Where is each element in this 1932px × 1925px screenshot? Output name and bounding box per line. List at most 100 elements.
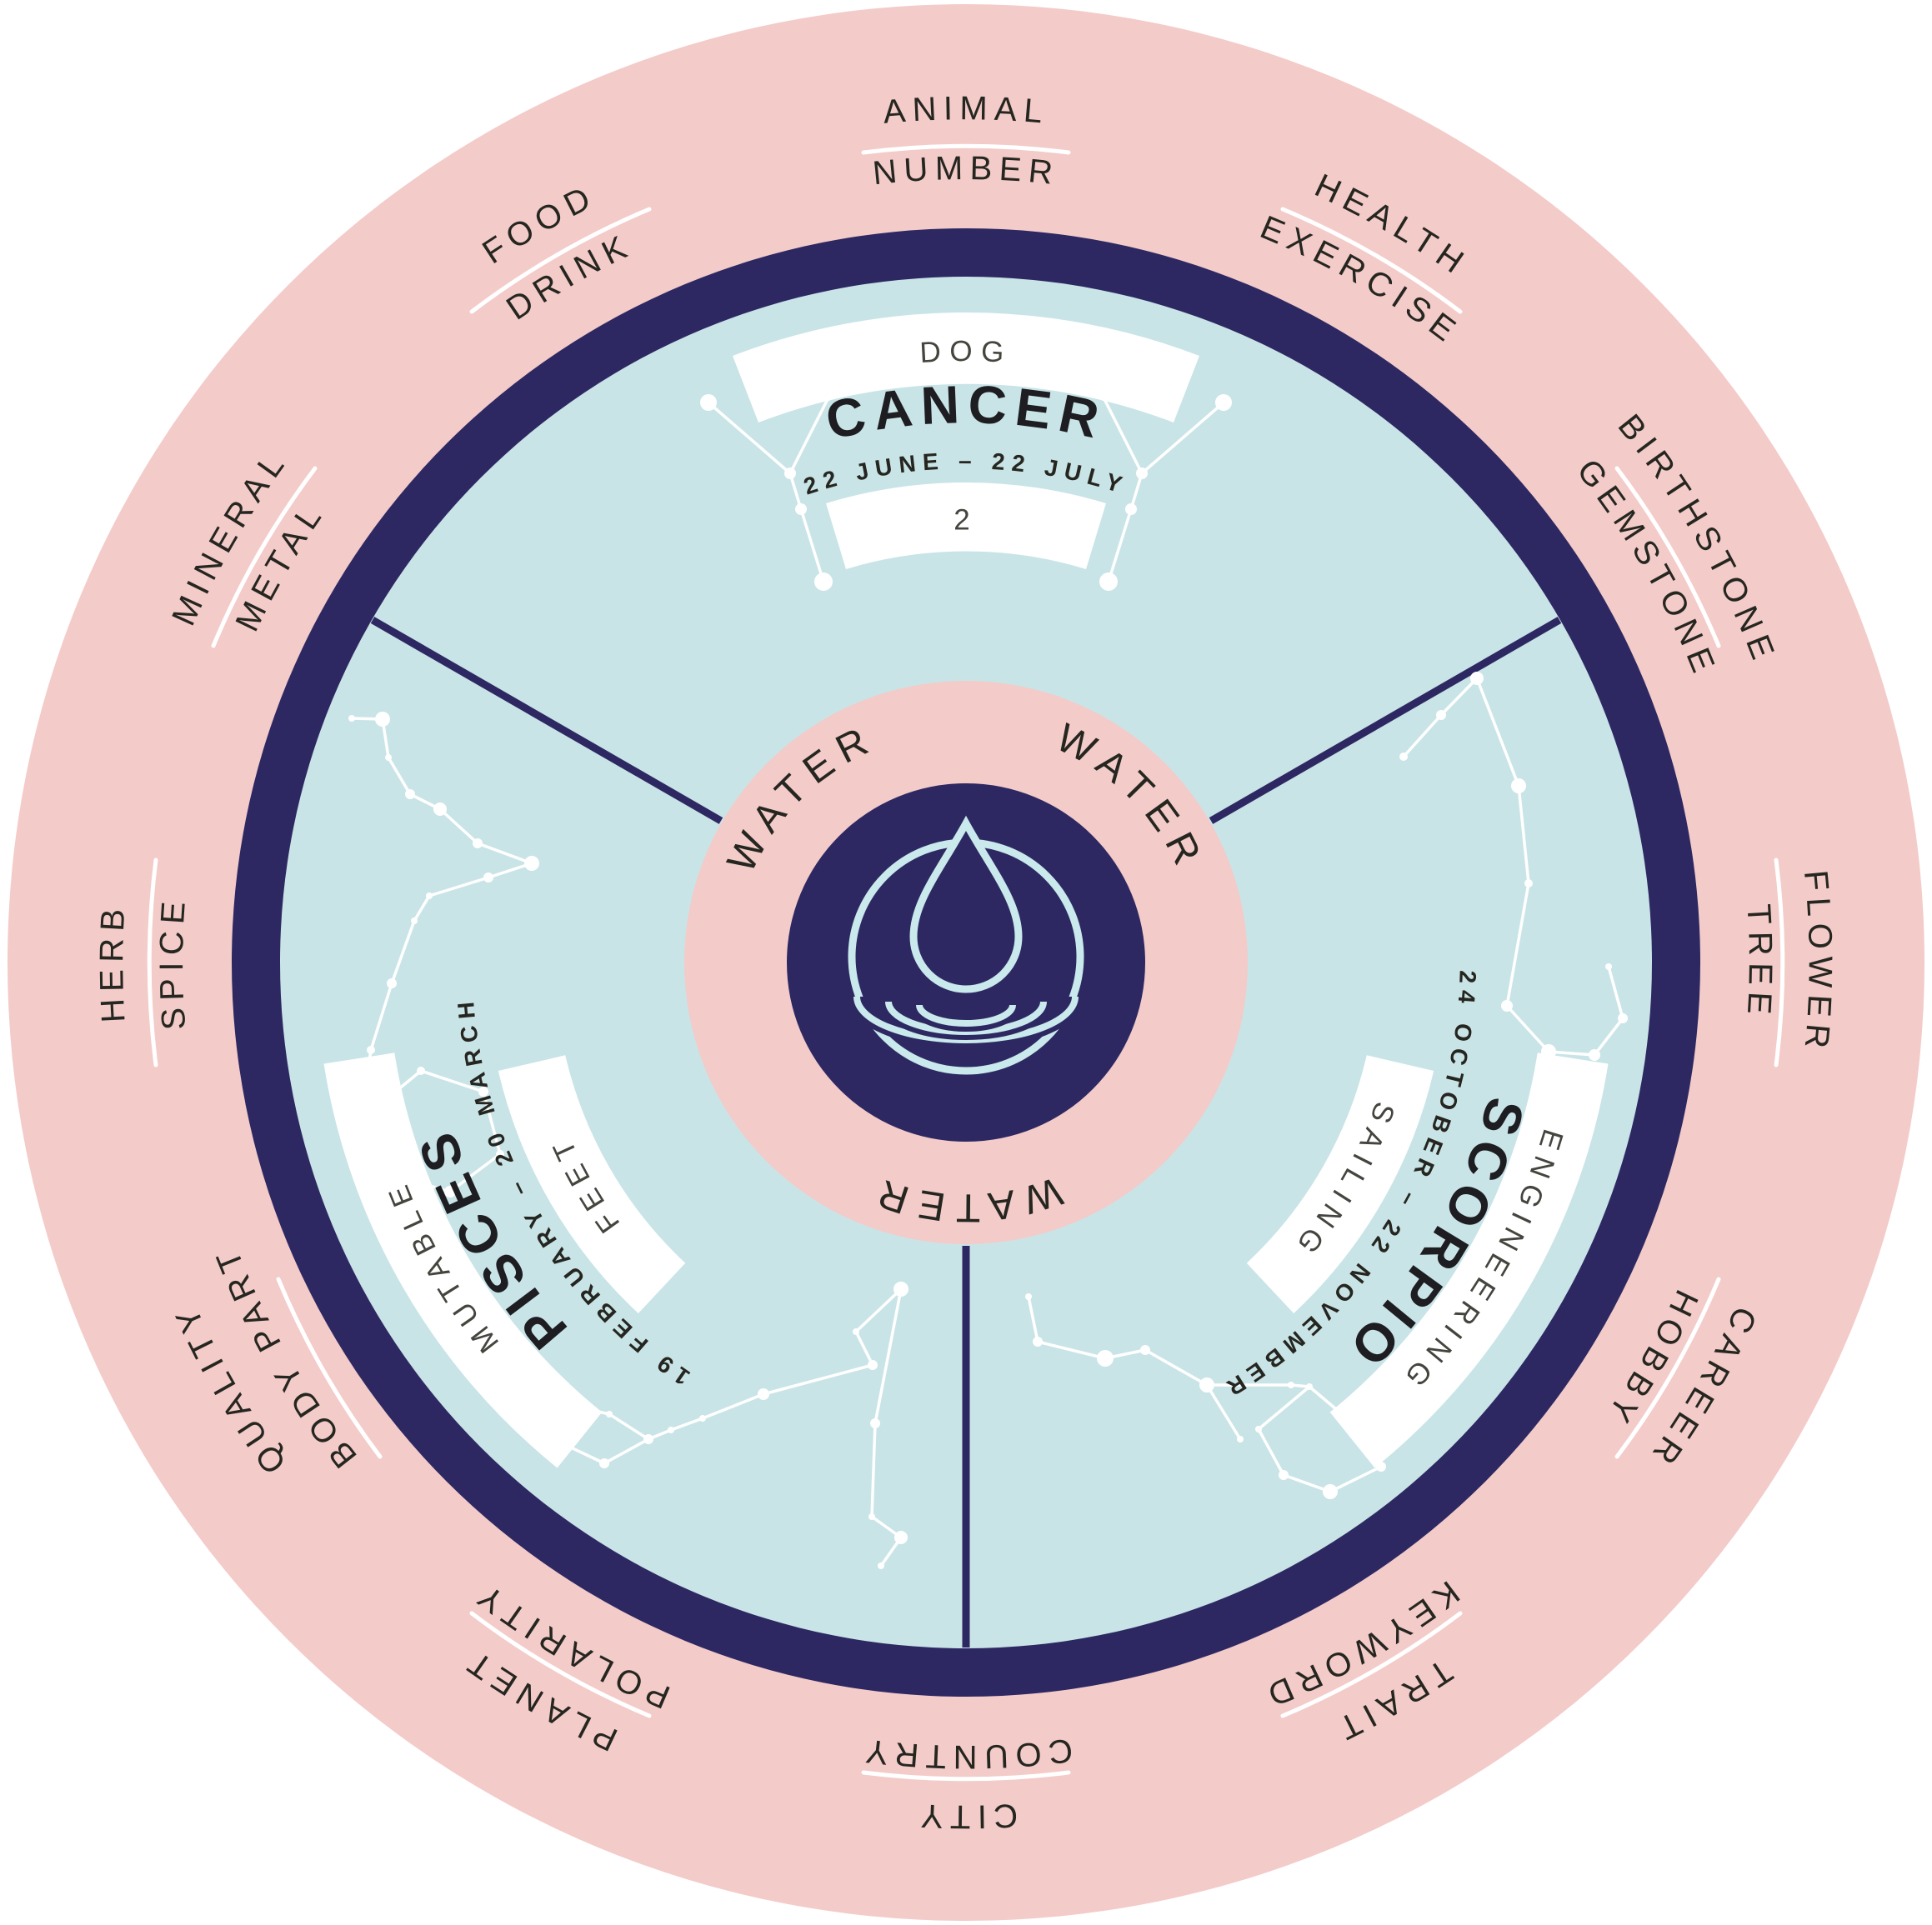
constellation-star (853, 1328, 859, 1335)
constellation-star (1099, 572, 1118, 591)
divider-cancer-pisces (370, 617, 723, 824)
category-inner-label: NUMBER (871, 150, 1061, 192)
value-band-inner (826, 482, 1106, 569)
constellation-star (668, 1427, 674, 1433)
constellation-star (1215, 394, 1232, 411)
constellation-line (1329, 1465, 1382, 1493)
constellation-star (1511, 778, 1526, 793)
constellation-star (1436, 710, 1446, 720)
category-inner-label: SPICE (153, 894, 193, 1032)
constellation-star (1470, 672, 1484, 685)
constellation-line (799, 508, 825, 582)
constellation-star (758, 1388, 769, 1400)
constellation-star (1199, 1378, 1214, 1392)
constellation-star (868, 1513, 875, 1520)
constellation-star (1589, 1049, 1600, 1061)
divider-cancer-scorpio (1209, 617, 1562, 824)
water-drop-icon (848, 815, 1084, 1075)
constellation-line (1257, 1385, 1311, 1431)
constellation-star (1033, 1337, 1043, 1347)
constellation-line (1505, 1004, 1550, 1053)
constellation-line (477, 842, 533, 865)
constellation-line (854, 1331, 874, 1366)
constellation-star (1399, 752, 1408, 761)
constellation-line (420, 1069, 484, 1093)
constellation-line (568, 1445, 605, 1465)
constellation-line (702, 1392, 764, 1420)
constellation-star (784, 468, 796, 479)
constellation-star (1025, 1293, 1032, 1300)
constellation-line (1037, 1340, 1106, 1360)
constellation-star (893, 1282, 908, 1297)
constellation-star (1524, 879, 1533, 888)
constellation-star (1323, 1484, 1338, 1499)
constellation-line (854, 1288, 903, 1333)
constellation-star (367, 1046, 375, 1054)
constellation-line (1402, 713, 1443, 758)
constellation-line (428, 876, 489, 898)
constellation-scorpio (1399, 672, 1628, 1061)
constellation-line (413, 895, 431, 922)
constellation-star (700, 394, 717, 411)
constellation-star (894, 1531, 908, 1544)
constellation-line (488, 862, 533, 879)
constellation-star (1279, 1470, 1289, 1480)
constellation-line (1505, 882, 1530, 1007)
constellation-star (699, 1415, 706, 1422)
category-outer-label: FLOWER (1797, 868, 1839, 1056)
category-outer-label: CITY (913, 1797, 1019, 1835)
constellation-line (1129, 472, 1144, 510)
constellation-line (608, 1412, 649, 1441)
constellation-star (387, 978, 397, 988)
value-band-inner (1246, 1055, 1434, 1313)
constellation-star (478, 1087, 488, 1097)
category-separators (147, 143, 1785, 1782)
constellation-star (444, 1186, 456, 1198)
constellation-star (643, 1434, 653, 1444)
constellation-star (1136, 468, 1148, 479)
constellation-star (1618, 1013, 1628, 1023)
constellation-star (878, 1562, 884, 1569)
constellation-line (1439, 677, 1479, 717)
constellation-star (348, 715, 355, 722)
constellation-line (1102, 397, 1144, 474)
constellation-line (870, 1422, 877, 1518)
constellation-star (868, 1360, 878, 1370)
constellation-star (1501, 1000, 1513, 1012)
sector-dividers (370, 617, 1562, 1648)
constellation-line (390, 920, 416, 984)
constellation-line (1517, 785, 1530, 884)
constellation-line (1607, 966, 1624, 1019)
constellation-line (873, 1288, 903, 1424)
constellation-star (385, 754, 392, 761)
constellation-line (387, 757, 412, 795)
constellation-line (1107, 508, 1133, 582)
constellation-line (788, 397, 830, 474)
constellation-star (1237, 1436, 1244, 1442)
constellation-line (1257, 1428, 1285, 1476)
constellation-line (1283, 1473, 1331, 1493)
constellation-line (763, 1363, 873, 1396)
constellation-line (438, 808, 479, 845)
constellation-line (448, 1152, 502, 1193)
constellation-star (375, 712, 390, 727)
constellation-star (496, 1150, 504, 1158)
constellation-star (405, 789, 415, 799)
sign-animal-value: DOG (919, 335, 1014, 369)
constellation-line (603, 1438, 649, 1465)
ripples (848, 996, 1084, 1048)
constellation-line (1593, 1017, 1624, 1057)
constellation-line (1027, 1296, 1039, 1342)
constellation-star (1125, 503, 1137, 515)
constellation-star (606, 1411, 613, 1418)
droplet-shape (909, 815, 1023, 993)
constellation-line (1548, 1050, 1595, 1057)
constellation-line (670, 1417, 703, 1432)
value-band-outer (323, 1052, 603, 1468)
constellation-star (417, 1067, 425, 1075)
constellation-star (473, 838, 483, 848)
constellation-line (1144, 1348, 1208, 1387)
value-band-inner (498, 1055, 686, 1313)
